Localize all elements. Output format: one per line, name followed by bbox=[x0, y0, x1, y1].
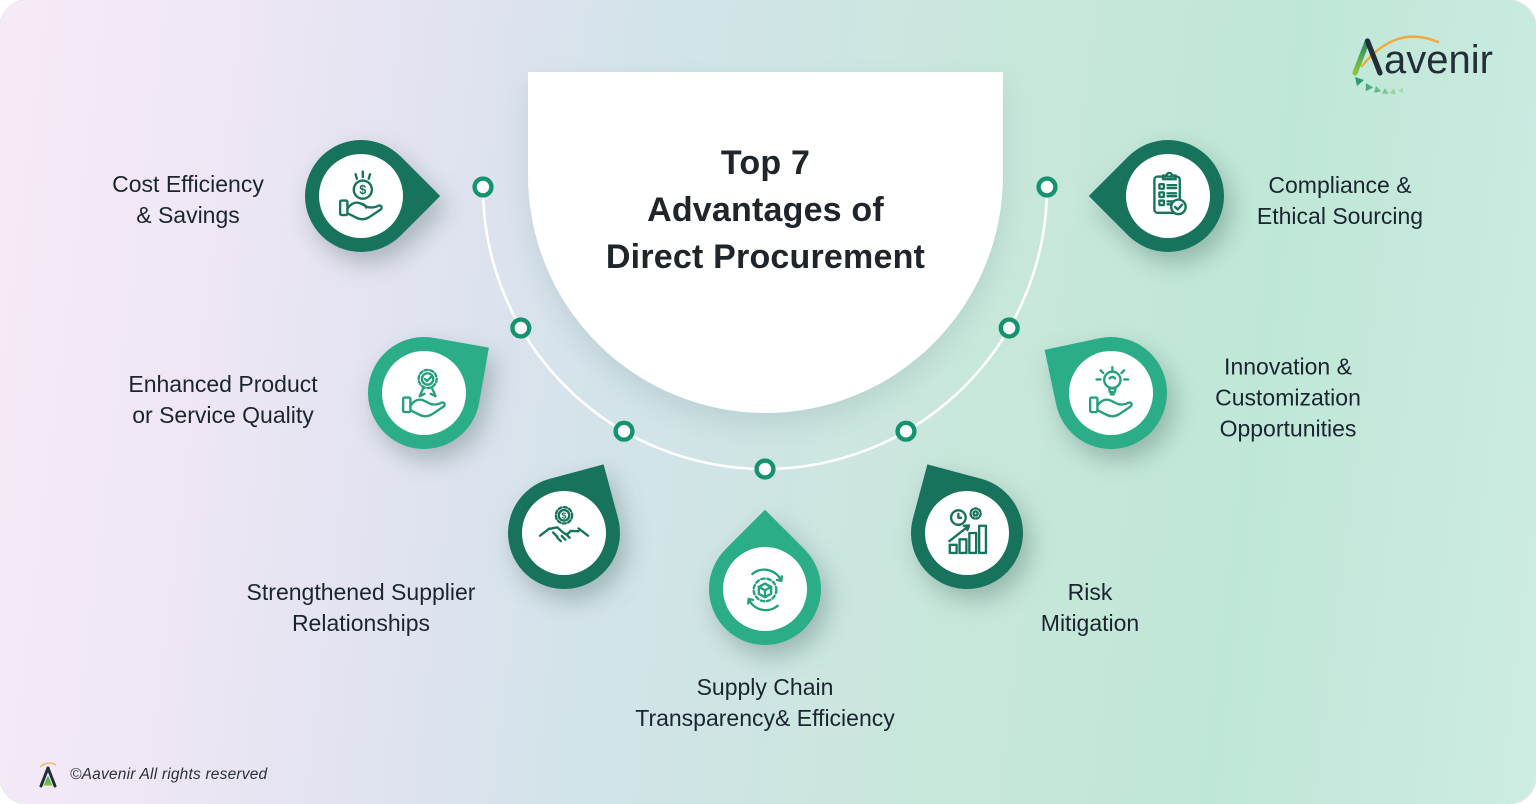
icon-circle bbox=[925, 491, 1009, 575]
hand-coin-icon: $ bbox=[338, 170, 383, 221]
advantage-label: Risk Mitigation bbox=[1040, 579, 1140, 636]
icon-circle bbox=[382, 351, 466, 435]
aavenir-logo: avenir bbox=[1340, 22, 1498, 101]
icon-circle: $ bbox=[319, 154, 403, 238]
icon-circle bbox=[1069, 351, 1153, 435]
cube-cycle-icon bbox=[746, 568, 784, 612]
icon-circle bbox=[723, 547, 807, 631]
title-panel: Top 7 Advantages of Direct Procurement bbox=[528, 72, 1003, 413]
icon-circle bbox=[1126, 154, 1210, 238]
orbit-dot bbox=[472, 176, 494, 198]
advantage-label: Strengthened Supplier Relationships bbox=[246, 579, 476, 636]
orbit-dot bbox=[895, 420, 917, 442]
advantage-label: Enhanced Product or Service Quality bbox=[128, 371, 318, 428]
advantage-label: Supply Chain Transparency& Efficiency bbox=[635, 674, 895, 731]
growth-chart-icon bbox=[948, 507, 988, 555]
page-title: Top 7 Advantages of Direct Procurement bbox=[528, 72, 1003, 281]
svg-text:$: $ bbox=[359, 183, 366, 197]
clipboard-check-icon bbox=[1153, 171, 1187, 216]
copyright-text: ©Aavenir All rights reserved bbox=[70, 765, 268, 783]
title-line: Top 7 bbox=[720, 144, 811, 182]
logo-lambda-icon bbox=[1352, 38, 1371, 76]
orbit-dot bbox=[998, 317, 1020, 339]
hand-lightbulb-icon bbox=[1088, 365, 1133, 418]
orbit-dot bbox=[613, 420, 635, 442]
logo-wordmark: avenir bbox=[1384, 38, 1493, 82]
advantage-label: Cost Efficiency & Savings bbox=[112, 171, 264, 228]
icon-circle: $ bbox=[522, 491, 606, 575]
handshake-gear-icon: $ bbox=[538, 505, 590, 543]
title-line: Advantages of bbox=[647, 191, 884, 229]
svg-text:$: $ bbox=[562, 511, 567, 521]
orbit-dot bbox=[510, 317, 532, 339]
hand-award-icon bbox=[401, 368, 446, 418]
advantage-label: Innovation & Customization Opportunities bbox=[1215, 353, 1361, 442]
footer: ©Aavenir All rights reserved bbox=[36, 761, 267, 788]
title-line: Direct Procurement bbox=[605, 238, 926, 276]
logo-arc-icon bbox=[1360, 35, 1440, 68]
orbit-dot bbox=[1036, 176, 1058, 198]
logo-triangle-trail-icon bbox=[1355, 77, 1404, 95]
advantage-label: Compliance & Ethical Sourcing bbox=[1256, 172, 1424, 229]
footer-logo-mark-icon bbox=[39, 762, 57, 788]
orbit-dot bbox=[754, 458, 776, 480]
